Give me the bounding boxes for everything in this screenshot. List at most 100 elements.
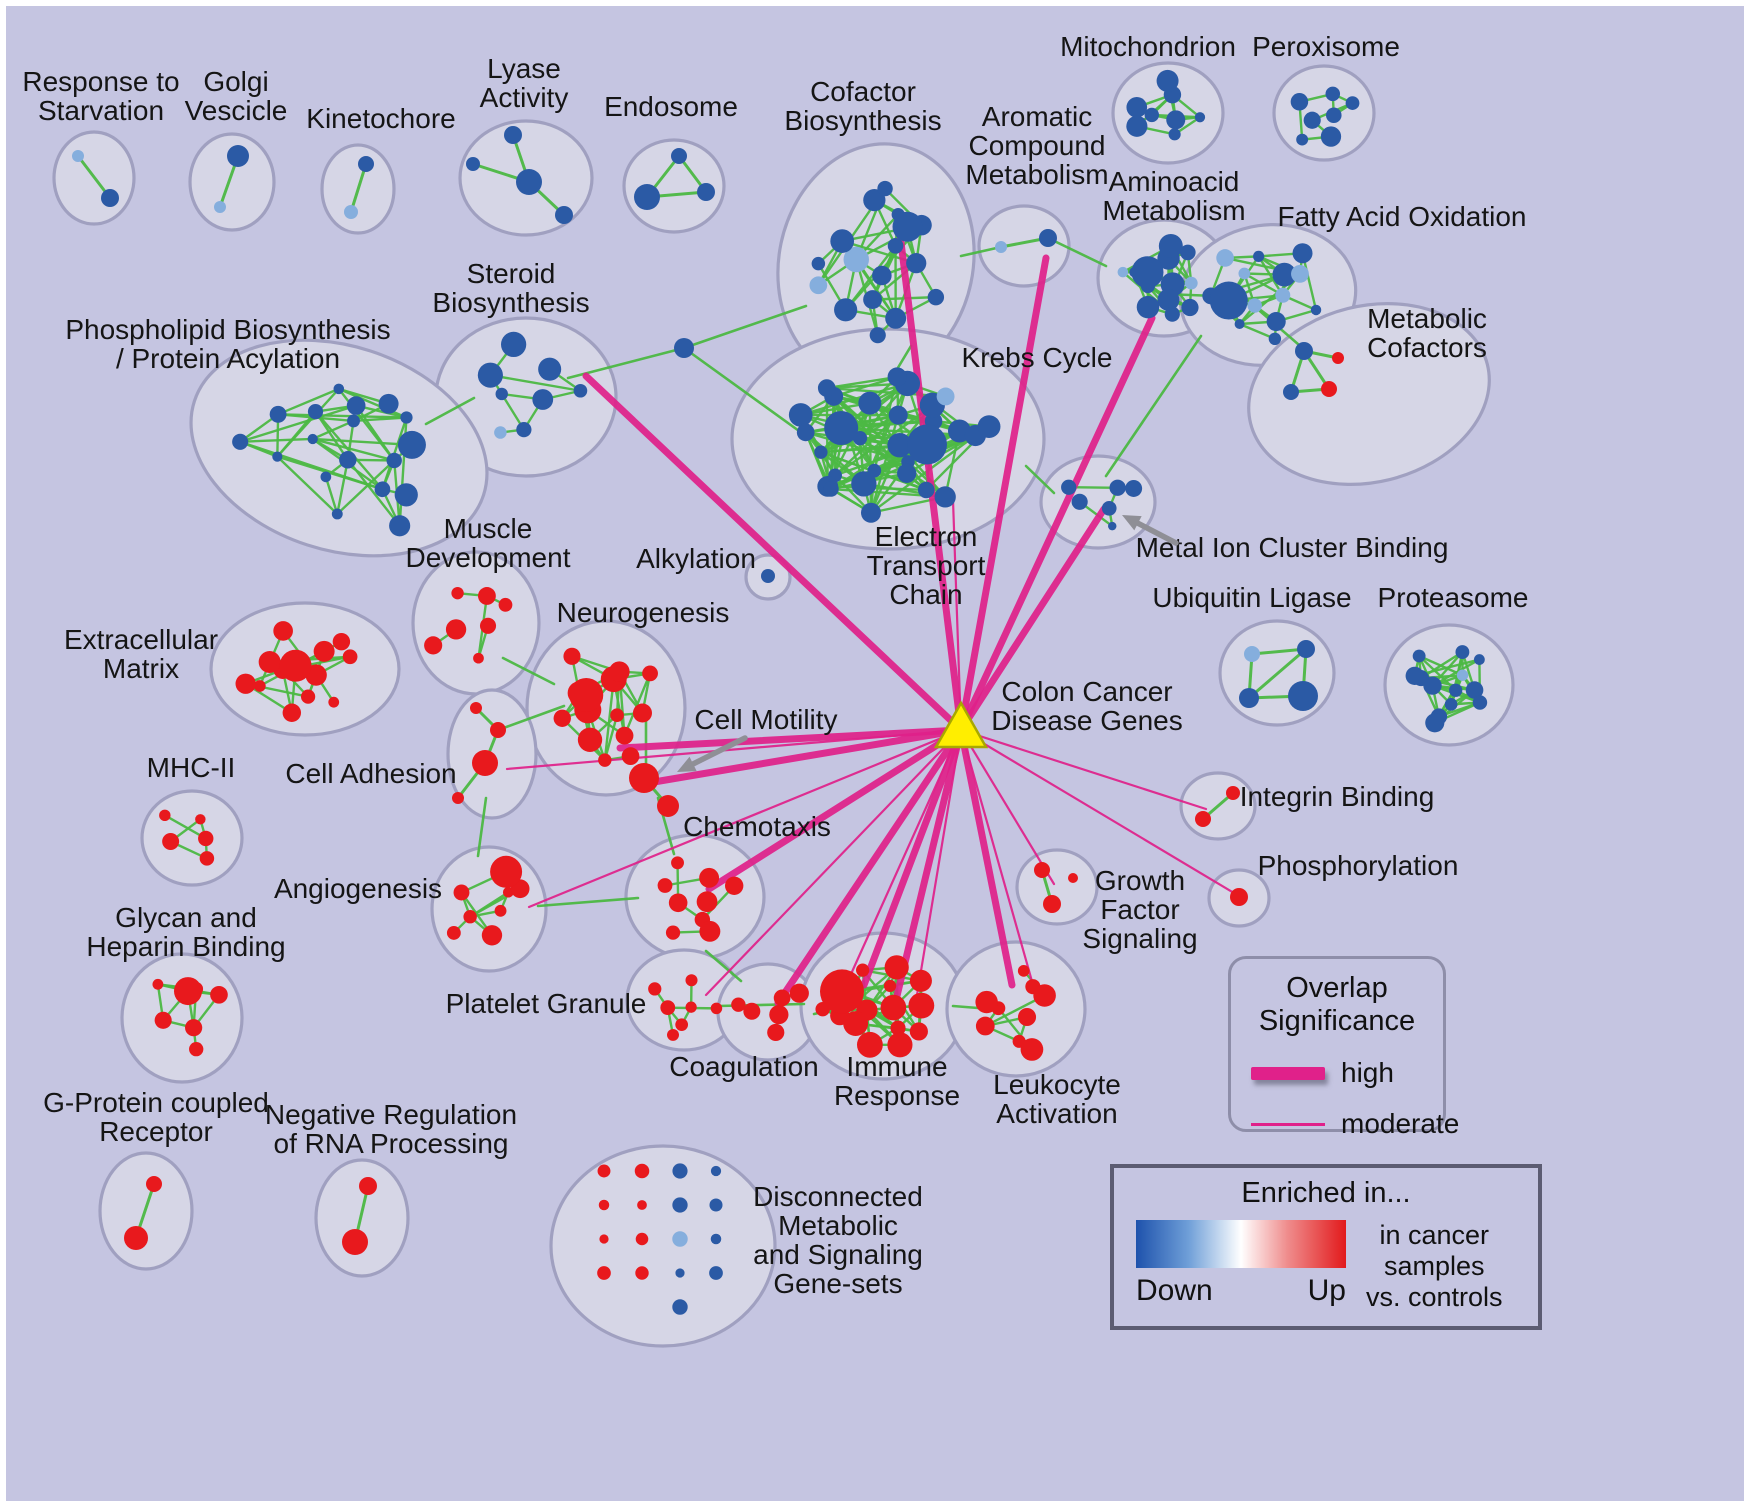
node-phospholipid-protein-acylation: [378, 393, 399, 414]
node-platelet-granule: [675, 1018, 689, 1032]
node-proteasome: [1449, 683, 1463, 697]
node-ubiquitin-ligase: [1244, 646, 1260, 662]
node-immune-response: [856, 1031, 883, 1058]
node-phospholipid-protein-acylation: [333, 383, 345, 395]
node-disconnected-gene-sets: [675, 1268, 685, 1278]
cluster-angiogenesis-bubble: [430, 845, 548, 973]
node-extracellular-matrix: [282, 703, 302, 722]
node-peroxisome: [1345, 96, 1360, 110]
significance-edge-high: [957, 254, 1050, 734]
node-platelet-granule: [710, 1002, 723, 1015]
high-significance-label: high: [1341, 1057, 1394, 1088]
node-lyase-activity: [555, 206, 573, 224]
node-disconnected-gene-sets: [597, 1164, 611, 1178]
node-neurogenesis: [563, 647, 581, 665]
node-response-to-starvation: [101, 189, 119, 207]
node-muscle-development: [424, 636, 443, 655]
inter-cluster-edge: [1046, 236, 1108, 268]
enrichment-gradient-block: Down Up: [1136, 1220, 1346, 1313]
node-metal-ion-cluster-binding: [1109, 479, 1126, 496]
overlap-high-row: high: [1251, 1057, 1443, 1089]
label-g-protein-coupled-receptor-line1: G-Protein coupled: [43, 1087, 269, 1118]
node-endosome: [671, 148, 687, 164]
overlap-legend-title: Overlap Significance: [1231, 972, 1443, 1038]
node-metal-ion-cluster-binding: [1071, 493, 1088, 510]
node-neurogenesis: [598, 753, 612, 767]
significance-edge-moderate: [913, 728, 963, 1009]
node-ubiquitin-ligase: [1239, 688, 1259, 708]
label-peroxisome-line1: Peroxisome: [1252, 31, 1400, 62]
intra-cluster-edge: [314, 410, 384, 491]
node-immune-response: [908, 992, 935, 1019]
label-metabolic-cofactors-line2: Cofactors: [1367, 332, 1487, 363]
node-chemotaxis: [668, 893, 688, 913]
node-extracellular-matrix: [342, 649, 358, 665]
node-phospholipid-protein-acylation: [307, 433, 318, 445]
node-fatty-acid-oxidation: [1247, 298, 1262, 313]
node-leukocyte-activation: [975, 1016, 995, 1036]
intra-cluster-edge: [311, 419, 355, 441]
node-phospholipid-protein-acylation: [397, 430, 426, 459]
high-significance-line-swatch: [1251, 1066, 1325, 1080]
intra-cluster-edge: [337, 387, 408, 419]
enriched-in-legend: Enriched in... Down Up in cancer samples…: [1110, 1164, 1542, 1330]
node-disconnected-gene-sets: [710, 1165, 722, 1177]
intra-cluster-edge: [489, 373, 582, 392]
label-angiogenesis-line1: Angiogenesis: [274, 873, 442, 904]
label-immune-response-line1: Immune: [846, 1051, 947, 1082]
node-lyase-activity: [516, 169, 542, 195]
node-phospholipid-protein-acylation: [320, 471, 332, 483]
node-fatty-acid-oxidation: [1216, 249, 1234, 267]
label-alkylation-line1: Alkylation: [636, 543, 756, 574]
node-neurogenesis: [609, 661, 630, 682]
node-aminoacid-metabolism: [1157, 288, 1180, 311]
node-krebs-electron-transport: [888, 405, 908, 425]
node-proteasome: [1473, 654, 1485, 665]
significance-edge-moderate: [505, 728, 963, 771]
node-muscle-development: [477, 587, 496, 605]
node-metal-ion-cluster-binding: [1101, 500, 1117, 516]
node-aminoacid-metabolism: [1117, 266, 1129, 278]
label-aromatic-compound-metabolism-line3: Metabolism: [965, 159, 1108, 190]
node-steroid-biosynthesis: [477, 362, 503, 388]
node-glycan-heparin-binding: [185, 1019, 203, 1037]
node-phospholipid-protein-acylation: [269, 405, 287, 423]
node-coagulation: [743, 1002, 761, 1020]
label-proteasome-line1: Proteasome: [1378, 582, 1529, 613]
node-disconnected-gene-sets: [635, 1232, 649, 1246]
node-leukocyte-activation: [1020, 1038, 1044, 1061]
node-krebs-electron-transport: [917, 481, 935, 499]
intra-cluster-edge: [324, 475, 339, 516]
node-fatty-acid-oxidation: [1209, 281, 1248, 320]
node-aminoacid-metabolism: [1131, 256, 1164, 289]
node-cofactor-biosynthesis: [830, 229, 855, 253]
significance-edge-high: [582, 372, 965, 734]
node-neurogenesis: [642, 665, 658, 682]
node-krebs-electron-transport: [934, 486, 956, 508]
node-fatty-acid-oxidation: [1266, 311, 1286, 332]
node-endosome: [634, 184, 660, 210]
cluster-growth-factor-signaling-bubble: [1015, 848, 1099, 926]
node-cofactor-biosynthesis: [809, 276, 828, 295]
node-krebs-electron-transport: [796, 423, 815, 442]
inter-cluster-edge: [501, 656, 556, 686]
node-coagulation: [767, 1023, 785, 1042]
node-metal-ion-cluster-binding: [1125, 480, 1143, 497]
label-golgi-vescicle-line2: Vescicle: [185, 95, 288, 126]
significance-edge-high: [650, 726, 965, 786]
intra-cluster-edge: [349, 162, 368, 214]
node-endosome: [697, 183, 715, 201]
node-mhc-ii: [162, 832, 180, 850]
node-steroid-biosynthesis: [495, 387, 508, 401]
node-phosphorylation: [1230, 888, 1248, 906]
significance-edge-moderate: [959, 728, 1056, 886]
node-mitochondrion: [1144, 107, 1160, 123]
intra-cluster-edge: [311, 437, 396, 462]
node-metal-ion-cluster-binding: [1108, 521, 1117, 531]
inter-cluster-edge: [496, 704, 566, 732]
node-peroxisome: [1326, 107, 1342, 124]
node-chemotaxis: [699, 867, 720, 888]
label-chemotaxis-line1: Chemotaxis: [683, 811, 831, 842]
node-angiogenesis: [490, 855, 523, 888]
